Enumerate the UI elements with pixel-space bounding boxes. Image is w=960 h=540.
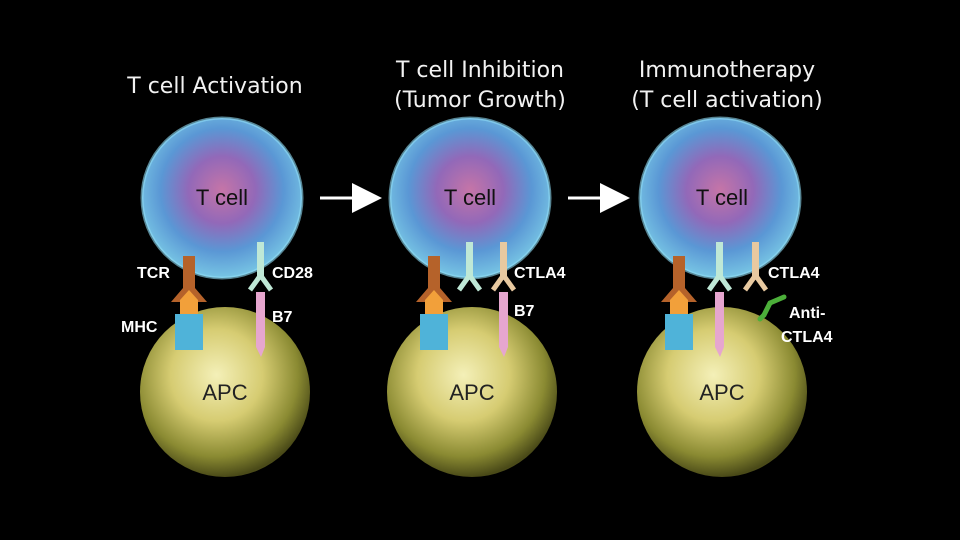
panel-2-b7-ligand (499, 292, 508, 357)
panel-1-apc-label: APC (202, 380, 247, 405)
panel-3-b7-ligand (715, 292, 724, 357)
panel-3-ctla4-receptor (752, 242, 759, 278)
panel-1-title: T cell Activation (85, 72, 345, 102)
panel-3-title: Immunotherapy (T cell activation) (597, 56, 857, 116)
panel-1-cd28-receptor (257, 242, 264, 278)
panel-3-title-line-1: Immunotherapy (638, 58, 816, 83)
panel-3-title-line-2: (T cell activation) (631, 88, 823, 113)
panel-3-cd28-receptor (716, 242, 723, 278)
panel-2-ctla4-receptor (500, 242, 507, 278)
panel-3: T cell APC CTLA4 Anti- CTLA4 (637, 116, 833, 477)
panel-2-cd28-receptor (466, 242, 473, 278)
panel-1-tcell (142, 118, 302, 278)
panel-2-tcr-receptor (428, 256, 440, 292)
panel-2-tcell-label: T cell (444, 185, 496, 210)
panel-3-mhc (665, 314, 693, 350)
panel-3-ctla4-label: CTLA4 (768, 265, 820, 282)
panel-1-tcell-label: T cell (196, 185, 248, 210)
panel-3-peptide (670, 290, 688, 318)
panel-2-tcell (390, 118, 550, 278)
panel-2-b7-label: B7 (514, 303, 535, 320)
panel-1-tcr-label: TCR (137, 265, 170, 282)
panel-1-cd28-label: CD28 (272, 265, 313, 282)
panel-2-apc-label: APC (449, 380, 494, 405)
panel-1-mhc-label: MHC (121, 319, 158, 336)
panel-3-anti-label-line-2: CTLA4 (781, 329, 833, 346)
panel-3-anti-label-line-1: Anti- (789, 305, 825, 322)
panel-3-tcell-label: T cell (696, 185, 748, 210)
panel-2-peptide (425, 290, 443, 318)
panel-1-b7-label: B7 (272, 309, 293, 326)
panel-2-title-line-2: (Tumor Growth) (394, 88, 566, 113)
panel-2-title: T cell Inhibition (Tumor Growth) (350, 56, 610, 116)
panel-1-mhc (175, 314, 203, 350)
panel-1-title-line-1: T cell Activation (127, 74, 303, 99)
panel-2: T cell APC CTLA4 B7 (387, 116, 566, 477)
panel-2-ctla4-label: CTLA4 (514, 265, 566, 282)
panel-3-anti-ctla4-antibody (757, 294, 787, 322)
panel-1-b7-ligand (256, 292, 265, 357)
panel-1-peptide (180, 290, 198, 318)
panel-3-tcell (640, 118, 800, 278)
panel-3-tcr-receptor (673, 256, 685, 292)
panel-2-title-line-1: T cell Inhibition (396, 58, 564, 83)
panel-3-apc-label: APC (699, 380, 744, 405)
panel-1: T cell APC TCR MHC CD28 B7 (121, 116, 313, 477)
panel-2-mhc (420, 314, 448, 350)
